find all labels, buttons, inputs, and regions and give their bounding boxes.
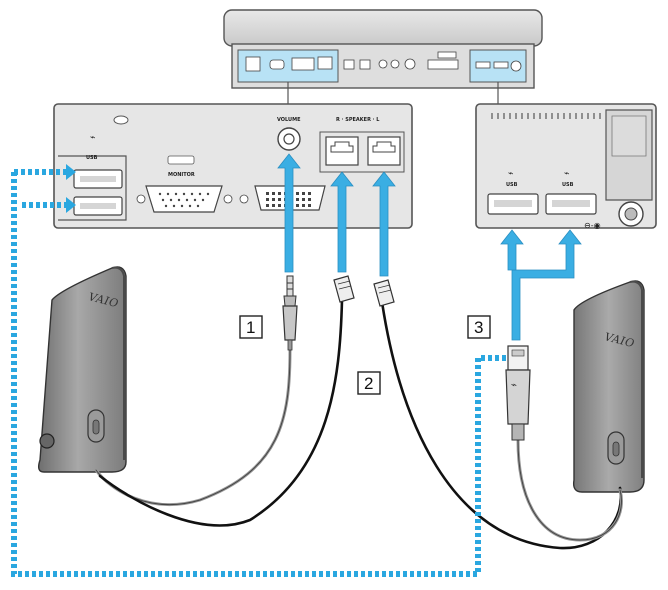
svg-text:⌁: ⌁ bbox=[511, 380, 517, 391]
monitor-label: MONITOR bbox=[168, 172, 195, 178]
right-port-panel: ⌁ ⌁ USB USB ⊖-◉ bbox=[475, 103, 657, 230]
dotted-arrowheads bbox=[66, 164, 76, 213]
step-3-box: 3 bbox=[467, 315, 491, 339]
monitor-port: MONITOR bbox=[136, 155, 233, 213]
usb-plug: ⌁ bbox=[505, 345, 531, 441]
speaker-plug-right bbox=[373, 279, 395, 307]
speaker-cables bbox=[94, 298, 623, 550]
left-speaker: VAIO bbox=[37, 266, 127, 473]
svg-text:⊖-◉: ⊖-◉ bbox=[584, 221, 601, 230]
audio-plug bbox=[282, 275, 298, 351]
step-1-label: 1 bbox=[246, 318, 255, 337]
step-2-label: 2 bbox=[364, 374, 373, 393]
usb-label-right-2: USB bbox=[562, 182, 574, 188]
volume-label: VOLUME bbox=[277, 117, 301, 123]
left-speaker-volume-knob bbox=[39, 433, 55, 449]
step-1-box: 1 bbox=[239, 315, 263, 339]
usb-label-left: USB bbox=[86, 155, 98, 161]
speaker-label: R · SPEAKER · L bbox=[336, 117, 380, 123]
usb-port-group-left: ⌁ USB bbox=[58, 133, 127, 221]
right-speaker: VAIO bbox=[572, 280, 645, 493]
left-port-panel: ⌁ USB MONITOR bbox=[53, 103, 413, 229]
dotted-connector-left bbox=[11, 169, 508, 577]
svg-text:⌁: ⌁ bbox=[508, 169, 513, 179]
speaker-plug-left bbox=[333, 275, 355, 303]
laptop-rear-view bbox=[223, 9, 543, 89]
speaker-ports: R · SPEAKER · L bbox=[319, 117, 405, 173]
volume-jack: VOLUME bbox=[277, 117, 301, 151]
svg-text:⌁: ⌁ bbox=[564, 169, 569, 179]
usb-symbol-left: ⌁ bbox=[90, 133, 95, 143]
step-3-label: 3 bbox=[474, 318, 483, 337]
usb-ports-right: ⌁ ⌁ USB USB ⊖-◉ bbox=[487, 169, 601, 230]
connection-arrows bbox=[277, 153, 582, 341]
usb-label-right-1: USB bbox=[506, 182, 518, 188]
step-2-box: 2 bbox=[357, 371, 381, 395]
